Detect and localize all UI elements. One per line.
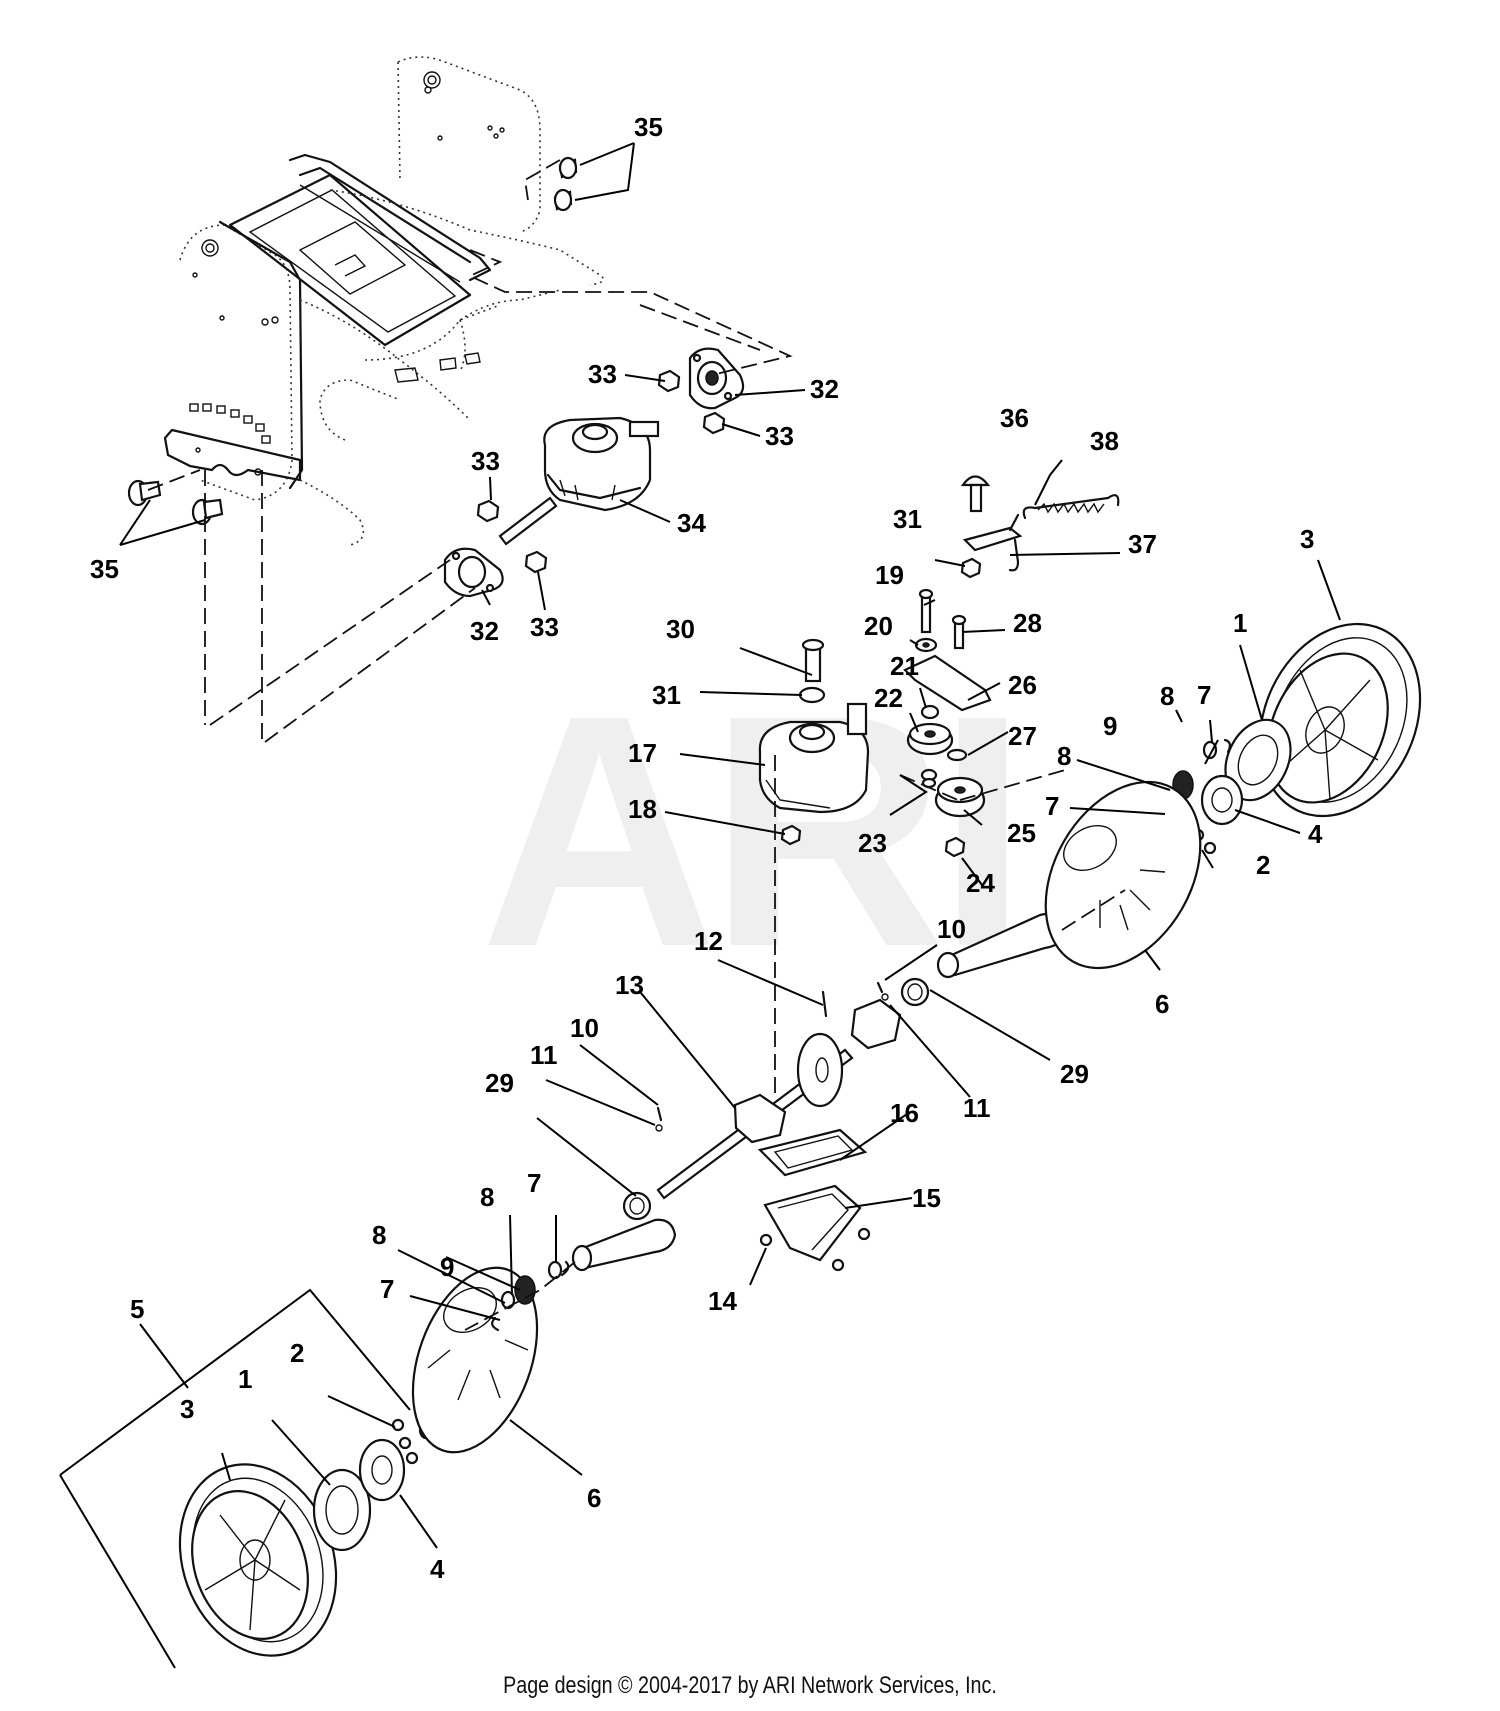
callout-9: 9 bbox=[1103, 711, 1117, 741]
callout-33: 33 bbox=[588, 359, 617, 389]
shoulder-bolts-35-left bbox=[127, 479, 224, 526]
callout-12: 12 bbox=[694, 926, 723, 956]
lever-spring bbox=[960, 475, 1120, 579]
left-wheel-assembly bbox=[178, 1260, 570, 1657]
callout-18: 18 bbox=[628, 794, 657, 824]
callout-31: 31 bbox=[652, 680, 681, 710]
callout-8: 8 bbox=[372, 1220, 386, 1250]
callout-2: 2 bbox=[290, 1338, 304, 1368]
callout-36: 36 bbox=[1000, 403, 1029, 433]
callout-6: 6 bbox=[1155, 989, 1169, 1019]
callout-24: 24 bbox=[966, 868, 995, 898]
callout-30: 30 bbox=[666, 614, 695, 644]
transmission-34 bbox=[498, 416, 660, 546]
callout-35: 35 bbox=[634, 112, 663, 142]
callout-9: 9 bbox=[440, 1252, 454, 1282]
callout-33: 33 bbox=[471, 446, 500, 476]
callout-22: 22 bbox=[874, 683, 903, 713]
callout-11: 11 bbox=[963, 1093, 991, 1123]
callout-20: 20 bbox=[864, 611, 893, 641]
callout-3: 3 bbox=[1300, 524, 1314, 554]
callout-8: 8 bbox=[480, 1182, 494, 1212]
callout-10: 10 bbox=[937, 914, 966, 944]
callout-37: 37 bbox=[1128, 529, 1157, 559]
callout-7: 7 bbox=[1045, 791, 1059, 821]
callout-27: 27 bbox=[1008, 721, 1037, 751]
callout-11: 11 bbox=[530, 1040, 558, 1070]
callout-8: 8 bbox=[1057, 741, 1071, 771]
callout-1: 1 bbox=[1233, 608, 1247, 638]
callout-8: 8 bbox=[1160, 681, 1174, 711]
callout-34: 34 bbox=[677, 508, 706, 538]
axle-and-gearbox bbox=[571, 912, 1067, 1272]
callout-32: 32 bbox=[810, 374, 839, 404]
callout-15: 15 bbox=[912, 1183, 941, 1213]
mower-housing-drawing bbox=[163, 56, 605, 546]
callout-35: 35 bbox=[90, 554, 119, 584]
bracket-pulleys bbox=[758, 588, 992, 858]
callout-10: 10 bbox=[570, 1013, 599, 1043]
bearing-flange-32-top bbox=[688, 347, 745, 410]
callout-31: 31 bbox=[893, 504, 922, 534]
callout-38: 38 bbox=[1090, 426, 1119, 456]
right-wheel-assembly bbox=[1044, 622, 1422, 970]
callout-7: 7 bbox=[527, 1168, 541, 1198]
callout-21: 21 bbox=[890, 651, 919, 681]
callout-13: 13 bbox=[615, 970, 644, 1000]
callout-4: 4 bbox=[1308, 819, 1323, 849]
callout-6: 6 bbox=[587, 1483, 601, 1513]
callout-2: 2 bbox=[1256, 850, 1270, 880]
callout-33: 33 bbox=[530, 612, 559, 642]
callout-33: 33 bbox=[765, 421, 794, 451]
callout-26: 26 bbox=[1008, 670, 1037, 700]
copyright-footer: Page design © 2004-2017 by ARI Network S… bbox=[503, 1672, 997, 1699]
callout-1: 1 bbox=[238, 1364, 252, 1394]
hex-nuts-33 bbox=[476, 369, 726, 574]
callout-4: 4 bbox=[430, 1554, 445, 1584]
callout-7: 7 bbox=[380, 1274, 394, 1304]
callout-29: 29 bbox=[485, 1068, 514, 1098]
callout-17: 17 bbox=[628, 738, 657, 768]
callout-23: 23 bbox=[858, 828, 887, 858]
callout-14: 14 bbox=[708, 1286, 737, 1316]
watermark: ARI bbox=[480, 646, 1018, 1015]
callout-25: 25 bbox=[1007, 818, 1036, 848]
callout-16: 16 bbox=[890, 1098, 919, 1128]
callout-3: 3 bbox=[180, 1394, 194, 1424]
callout-19: 19 bbox=[875, 560, 904, 590]
callout-7: 7 bbox=[1197, 680, 1211, 710]
bearing-flange-32-left bbox=[443, 547, 504, 598]
shoulder-bolts-35-top bbox=[553, 156, 578, 212]
callout-5: 5 bbox=[130, 1294, 144, 1324]
callout-labels: 35 33 32 33 33 34 35 32 33 36 38 31 37 3… bbox=[90, 112, 1323, 1584]
callout-28: 28 bbox=[1013, 608, 1042, 638]
leader-lines bbox=[59, 142, 1341, 1669]
callout-32: 32 bbox=[470, 616, 499, 646]
callout-29: 29 bbox=[1060, 1059, 1089, 1089]
